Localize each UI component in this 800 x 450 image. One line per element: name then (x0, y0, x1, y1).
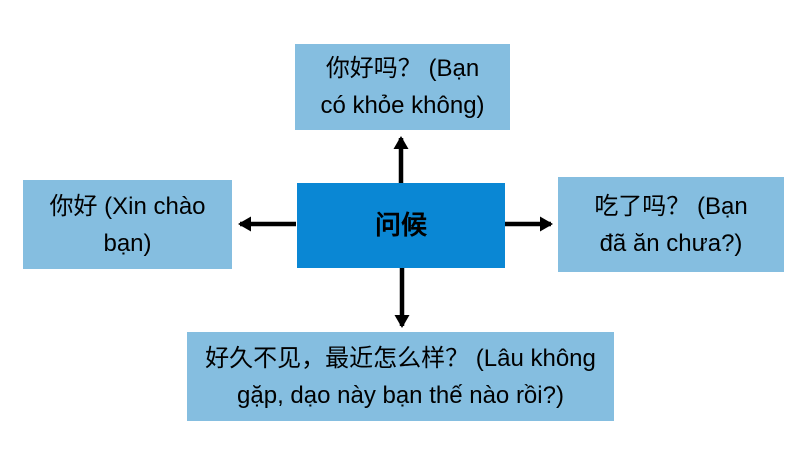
node-right-line-2: đã ăn chưa?) (599, 229, 743, 257)
node-top-line-2: có khỏe không) (320, 92, 485, 119)
node-left-line-2: bạn) (103, 229, 152, 257)
node-right-greeting: 吃了吗？ (Bạn đã ăn chưa?) (558, 177, 784, 272)
node-center-label: 问候 (374, 209, 427, 240)
node-right-line-1: 吃了吗？ (Bạn (594, 192, 748, 220)
node-bottom-line-2: gặp, dạo này bạn thế nào rồi?) (237, 381, 564, 409)
node-bottom-line-1: 好久不见，最近怎么样？ (Lâu không (205, 344, 596, 372)
node-left-greeting: 你好 (Xin chào bạn) (23, 180, 232, 269)
node-center-topic: 问候 (297, 183, 505, 268)
node-bottom-greeting: 好久不见，最近怎么样？ (Lâu không gặp, dạo này bạn … (187, 332, 614, 421)
node-top-greeting: 你好吗？ (Bạn có khỏe không) (295, 44, 510, 130)
node-left-line-1: 你好 (Xin chào (49, 192, 206, 220)
node-top-line-1: 你好吗？ (Bạn (325, 55, 480, 82)
